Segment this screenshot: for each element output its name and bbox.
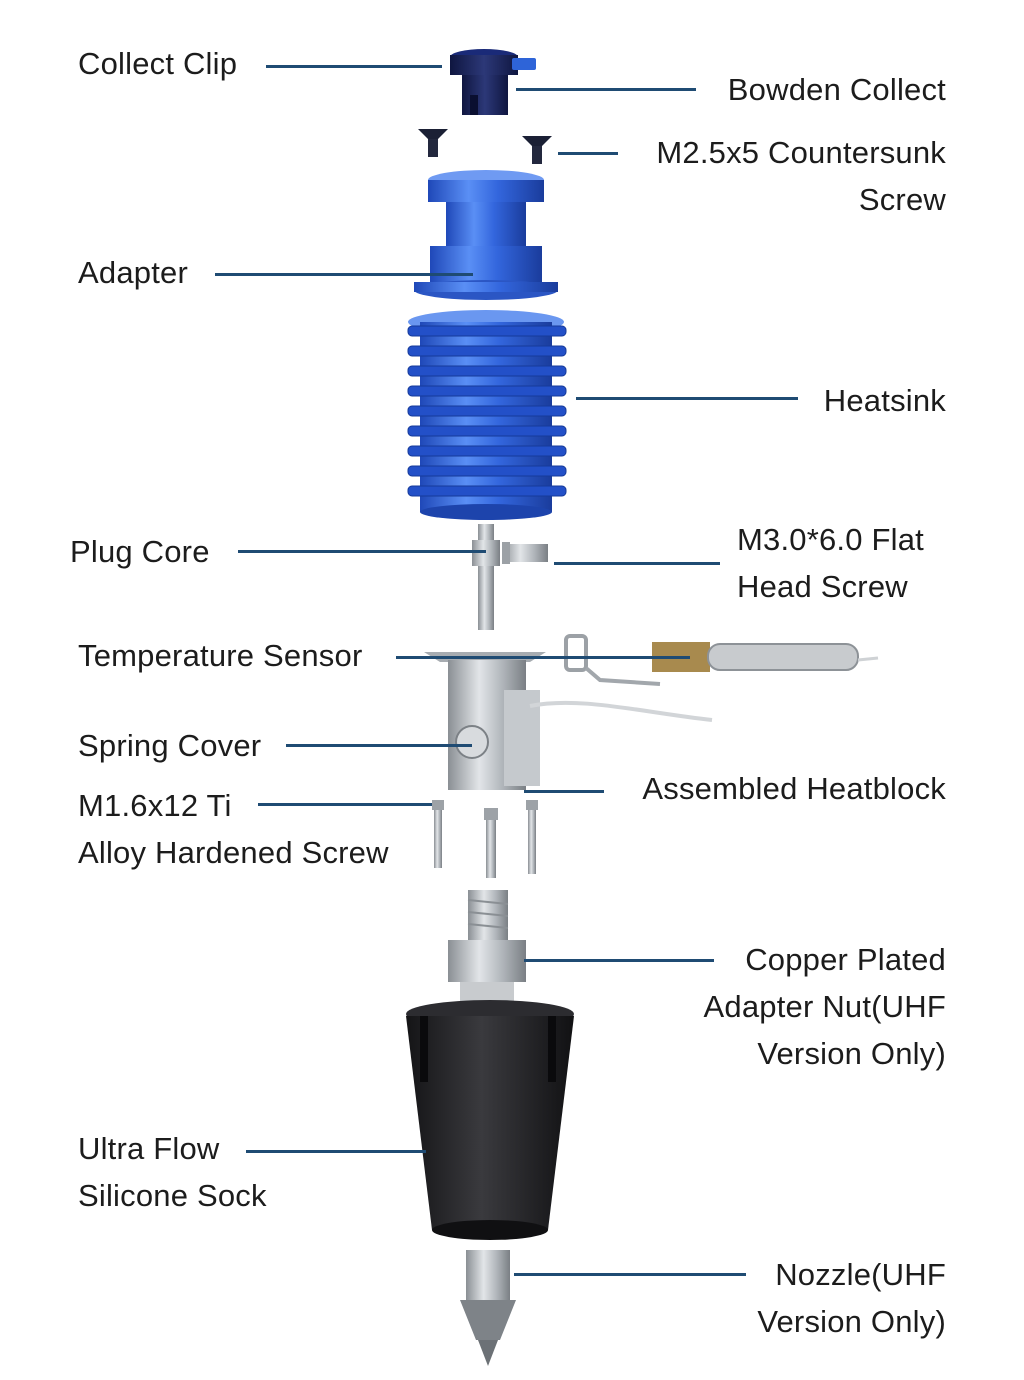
label-nozzle: Nozzle(UHF Version Only): [757, 1257, 946, 1339]
nozzle-part: [460, 1250, 516, 1366]
leader-heatsink: [576, 397, 798, 400]
label-adapter: Adapter: [78, 255, 188, 290]
label-assembled-heatblock: Assembled Heatblock: [642, 771, 946, 806]
leader-adapter: [215, 273, 473, 276]
label-flat-head-screw: M3.0*6.0 Flat Head Screw: [737, 522, 924, 604]
label-collect-clip: Collect Clip: [78, 46, 238, 81]
adapter-part: [414, 170, 558, 300]
countersunk-screw-right: [522, 136, 552, 164]
flat-head-screw-part: [502, 542, 548, 564]
leader-ti-screw: [258, 803, 432, 806]
ti-alloy-screws: [432, 800, 538, 878]
leader-silicone-sock: [246, 1150, 426, 1153]
label-temperature-sensor: Temperature Sensor: [78, 638, 363, 673]
countersunk-screw-left: [418, 129, 448, 157]
label-silicone-sock: Ultra Flow Silicone Sock: [78, 1131, 267, 1213]
leader-plug-core: [238, 550, 486, 553]
leader-bowden-collect: [516, 88, 696, 91]
heatsink-part: [407, 310, 567, 520]
plug-core-part: [472, 524, 500, 630]
leader-adapter-nut: [524, 959, 714, 962]
heatsink-fins: [407, 325, 567, 497]
label-bowden-collect: Bowden Collect: [727, 72, 946, 107]
leader-spring-cover: [286, 744, 472, 747]
label-spring-cover: Spring Cover: [78, 728, 262, 763]
leader-countersunk-screw: [558, 152, 618, 155]
leader-temperature-sensor: [396, 656, 690, 659]
silicone-sock-part: [406, 1000, 574, 1240]
adapter-nut-part: [448, 890, 526, 1004]
label-ti-screw: M1.6x12 Ti Alloy Hardened Screw: [78, 788, 389, 870]
temperature-sensor-part: [529, 634, 879, 722]
leader-collect-clip: [266, 65, 442, 68]
label-adapter-nut: Copper Plated Adapter Nut(UHF Version On…: [703, 942, 946, 1071]
leader-nozzle: [514, 1273, 746, 1276]
leader-flat-head-screw: [554, 562, 720, 565]
label-plug-core: Plug Core: [70, 534, 210, 569]
label-heatsink: Heatsink: [823, 383, 946, 418]
bowden-collect-part: [450, 49, 536, 115]
heatblock-part: [424, 652, 546, 790]
leader-assembled-heatblock: [524, 790, 604, 793]
label-countersunk-screw: M2.5x5 Countersunk Screw: [656, 135, 946, 217]
